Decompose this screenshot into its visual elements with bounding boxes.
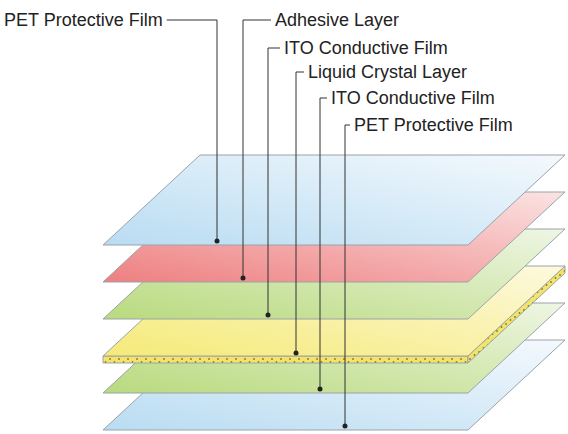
leader-line xyxy=(167,20,217,241)
leader-dot xyxy=(215,239,220,244)
leader-line xyxy=(345,125,350,426)
part-label: ITO Conductive Film xyxy=(331,88,495,108)
part-label: Adhesive Layer xyxy=(275,10,399,30)
leader-dot xyxy=(241,276,246,281)
leader-line xyxy=(320,98,327,389)
part-label: PET Protective Film xyxy=(354,115,513,135)
leader-dot xyxy=(266,313,271,318)
leader-line xyxy=(243,20,271,278)
leader-dot xyxy=(318,387,323,392)
part-label: PET Protective Film xyxy=(4,10,163,30)
leader-dot xyxy=(294,351,299,356)
leader-line xyxy=(268,48,280,315)
leader-dot xyxy=(343,424,348,429)
leader-line xyxy=(296,72,304,353)
part-label: Liquid Crystal Layer xyxy=(308,62,467,82)
pet-film-top xyxy=(103,155,565,245)
part-label: ITO Conductive Film xyxy=(284,38,448,58)
liquid-crystal-front xyxy=(103,356,468,363)
